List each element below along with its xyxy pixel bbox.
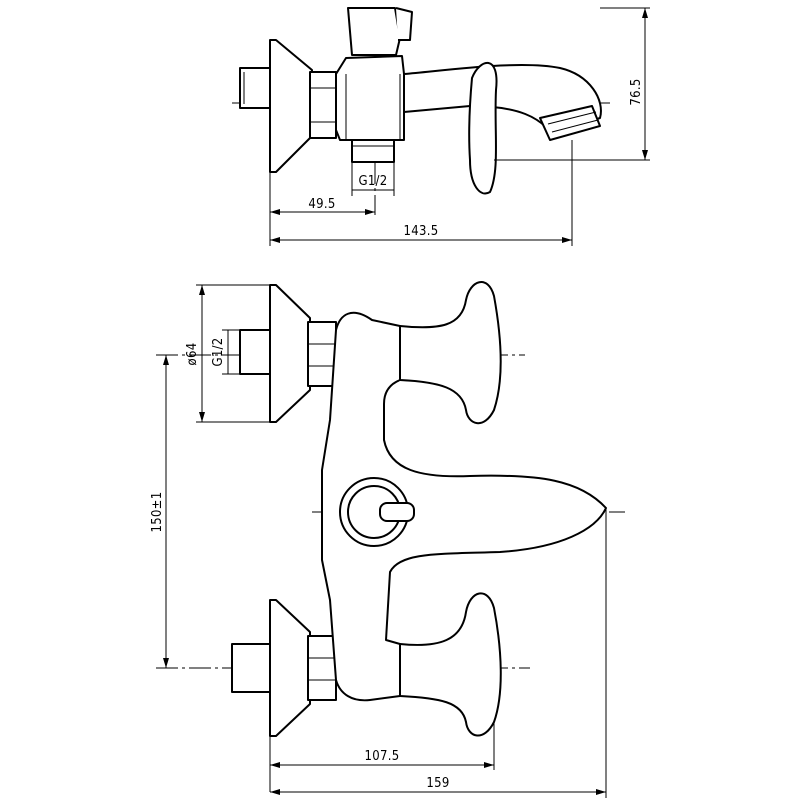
front-upper-inlet-stub [239, 329, 275, 375]
front-view: ø64 G1/2 150±1 107.5 159 [150, 281, 625, 798]
dim-front-flange-arrow-1 [199, 285, 205, 295]
dim-front-centres-arrow-2 [163, 658, 169, 668]
front-lower-wall-flange [269, 599, 311, 737]
dim-top-inlet-offset-arrow-1 [270, 209, 280, 215]
dim-front-handle-projection: 107.5 [365, 749, 400, 764]
dim-front-overall-length: 159 [426, 776, 449, 791]
dim-top-height-arrow-1 [642, 8, 648, 18]
dim-top-inlet-offset-arrow-2 [365, 209, 375, 215]
dim-front-overall-arrow-2 [596, 789, 606, 795]
top-view: 76.5 G1/2 49.5 143.5 [232, 7, 650, 246]
front-upper-wall-flange [269, 284, 311, 423]
top-handle [468, 61, 498, 195]
dim-front-centres: 150±1 [150, 491, 165, 532]
front-lower-handle [399, 592, 502, 737]
top-spout-aerator-line-1 [547, 111, 597, 125]
dim-top-overall-length: 143.5 [404, 224, 439, 239]
dim-top-inlet-offset: 49.5 [308, 197, 335, 212]
front-upper-handle [399, 281, 502, 425]
dim-top-height: 76.5 [629, 78, 644, 105]
top-shower-outlet [351, 139, 395, 163]
front-lower-inlet-stub [231, 643, 273, 693]
dim-front-flange-diameter: ø64 [185, 343, 200, 366]
top-spout-aerator-line-2 [551, 119, 599, 133]
dim-front-flange-arrow-2 [199, 412, 205, 422]
dim-top-height-arrow-2 [642, 150, 648, 160]
dim-front-overall-arrow-1 [270, 789, 280, 795]
dim-front-centres-arrow-1 [163, 355, 169, 365]
top-hex-nut [309, 71, 337, 139]
dim-front-projection-arrow-2 [484, 762, 494, 768]
top-diverter-stem [347, 7, 401, 56]
top-diverter-tab [395, 7, 413, 41]
top-wall-flange [269, 39, 313, 173]
front-lower-hex-nut [307, 635, 337, 701]
dim-front-projection-arrow-1 [270, 762, 280, 768]
dim-top-thread: G1/2 [358, 174, 387, 189]
front-diverter-lever [379, 502, 415, 522]
dim-front-thread: G1/2 [211, 337, 226, 366]
front-upper-hex-nut [307, 321, 337, 387]
dim-top-overall-arrow-2 [562, 237, 572, 243]
dim-top-overall-arrow-1 [270, 237, 280, 243]
